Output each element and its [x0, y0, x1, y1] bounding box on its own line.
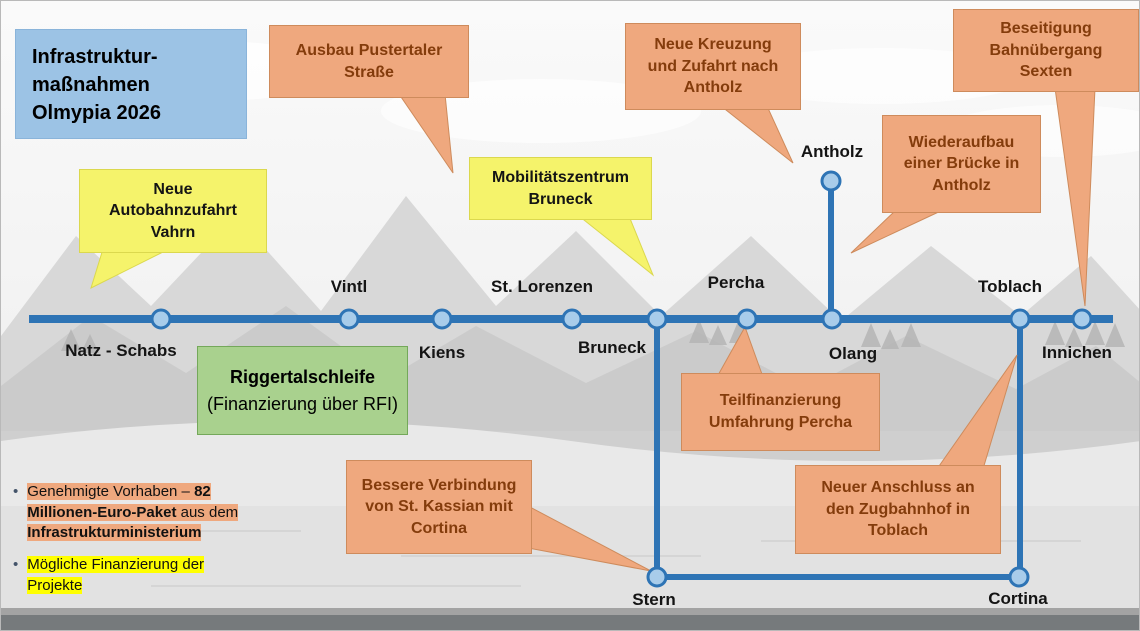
callout-kreuzung-antholz: Neue Kreuzung und Zufahrt nach Antholz [625, 23, 801, 110]
callout-tail-mobilitaetszentrum [577, 215, 655, 277]
bullet-icon: • [13, 556, 19, 574]
legend-text-part: Genehmigte Vorhaben – [27, 483, 195, 500]
callout-tail-kreuzung-antholz [719, 105, 794, 164]
station-node-cortina [1008, 566, 1030, 588]
riggertalschleife-title: Riggertalschleife [229, 367, 376, 388]
legend: • Genehmigte Vorhaben – 82 Millionen-Eur… [13, 482, 281, 607]
callout-tail-umfahrung-percha [716, 325, 764, 378]
station-node-bruneck [646, 308, 668, 330]
legend-highlight-orange: Genehmigte Vorhaben – 82 Millionen-Euro-… [27, 483, 239, 542]
shore-band [1, 608, 1139, 615]
title-box: Infrastruktur- maßnahmen Olmypia 2026 [15, 29, 247, 139]
station-node-innichen [1071, 308, 1093, 330]
legend-text-part-bold: Infrastrukturministerium [27, 524, 202, 542]
station-label-percha: Percha [707, 273, 765, 292]
callout-vahrn: Neue Autobahnzufahrt Vahrn [79, 169, 267, 253]
station-label-antholz: Antholz [800, 142, 864, 161]
callout-bahnuebergang-sexten: Beseitigung Bahnübergang Sexten [953, 9, 1139, 92]
station-label-olang: Olang [828, 344, 878, 363]
callout-tail-st-kassian [527, 505, 652, 572]
callout-umfahrung-percha: Teilfinanzierung Umfahrung Percha [681, 373, 880, 451]
callout-tail-bahnuebergang-sexten [1054, 87, 1096, 307]
legend-item-funding-package: • Genehmigte Vorhaben – 82 Millionen-Eur… [13, 482, 281, 544]
bottom-band [1, 615, 1139, 630]
callout-mobilitaetszentrum: Mobilitätszentrum Bruneck [469, 157, 652, 220]
legend-item-text: Mögliche Finanzierung der Projekte [27, 555, 251, 596]
callout-tail-vahrn [90, 248, 170, 289]
station-node-antholz [820, 170, 842, 192]
legend-highlight-yellow: Mögliche Finanzierung der Projekte [27, 556, 205, 594]
station-label-st-lorenzen: St. Lorenzen [490, 277, 594, 296]
trees [61, 319, 1125, 353]
station-node-natz-schabs [150, 308, 172, 330]
legend-item-possible-financing: • Mögliche Finanzierung der Projekte [13, 555, 281, 596]
callout-zugbahnhof-toblach: Neuer Anschluss an den Zugbahnhof in Tob… [795, 465, 1001, 554]
bullet-icon: • [13, 483, 19, 500]
riggertalschleife-subtitle: (Finanzierung über RFI) [206, 393, 399, 414]
callout-pustertaler: Ausbau Pustertaler Straße [269, 25, 469, 98]
station-node-toblach [1009, 308, 1031, 330]
legend-item-text: Genehmigte Vorhaben – 82 Millionen-Euro-… [27, 482, 251, 544]
station-node-percha [736, 308, 758, 330]
callout-st-kassian: Bessere Verbindung von St. Kassian mit C… [346, 460, 532, 554]
callout-bruecke-antholz: Wiederaufbau einer Brücke in Antholz [882, 115, 1041, 213]
legend-text-part-bold: 82 Millionen-Euro-Paket [27, 483, 211, 521]
station-label-vintl: Vintl [330, 277, 368, 296]
callout-tail-pustertaler [398, 93, 454, 174]
station-node-olang [821, 308, 843, 330]
station-node-kiens [431, 308, 453, 330]
riggertalschleife-box: Riggertalschleife (Finanzierung über RFI… [197, 346, 408, 435]
station-label-cortina: Cortina [988, 589, 1048, 608]
station-node-stern [646, 566, 668, 588]
station-label-innichen: Innichen [1042, 343, 1112, 362]
station-node-st-lorenzen [561, 308, 583, 330]
callout-tail-zugbahnhof-toblach [936, 354, 1018, 470]
legend-text-part: aus dem [176, 503, 239, 521]
station-node-vintl [338, 308, 360, 330]
station-label-stern: Stern [632, 590, 676, 609]
callout-tail-bruecke-antholz [850, 208, 946, 254]
station-label-kiens: Kiens [418, 343, 466, 362]
station-label-toblach: Toblach [978, 277, 1042, 296]
station-label-bruneck: Bruneck [577, 338, 647, 357]
station-label-natz-schabs: Natz - Schabs [65, 341, 177, 360]
